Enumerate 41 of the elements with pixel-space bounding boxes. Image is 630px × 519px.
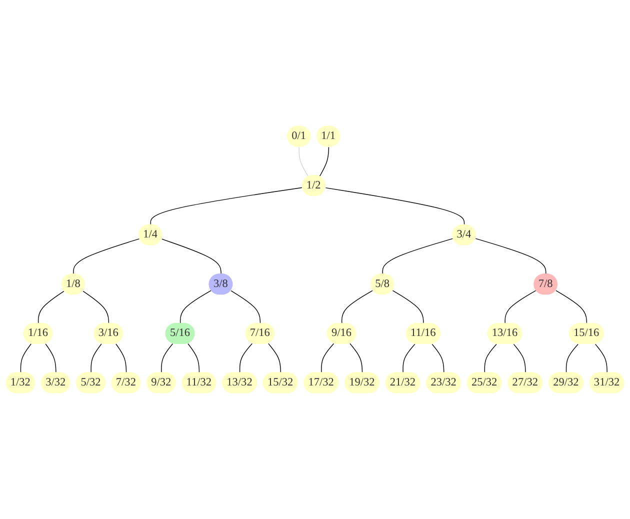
- connector: [566, 344, 578, 373]
- connector: [321, 343, 334, 373]
- connector: [504, 290, 536, 324]
- node-ellipse: 5/8: [370, 274, 394, 295]
- connector: [298, 146, 309, 177]
- connector: [20, 344, 32, 373]
- connector: [90, 344, 102, 373]
- connector: [392, 290, 424, 324]
- connector: [180, 290, 212, 324]
- connector: [239, 343, 252, 373]
- node-ellipse: 0/1: [286, 126, 311, 147]
- connector: [595, 344, 608, 373]
- connector: [319, 146, 330, 177]
- node-ellipse: 1/2: [302, 174, 326, 196]
- node-ellipse: 1/4: [138, 224, 162, 246]
- connector: [268, 343, 281, 373]
- connector: [350, 343, 363, 373]
- connector: [150, 187, 302, 225]
- connector: [45, 344, 56, 373]
- connector: [513, 344, 526, 373]
- node-ellipse: 7/8: [534, 274, 558, 295]
- connector: [162, 238, 222, 274]
- connector: [432, 344, 444, 373]
- connector: [38, 290, 64, 324]
- node-ellipse: 1/1: [316, 126, 340, 147]
- connector: [475, 238, 546, 274]
- connector: [325, 187, 465, 225]
- connector: [484, 344, 497, 373]
- connector: [73, 238, 140, 274]
- node-ellipse: 1/8: [61, 274, 86, 295]
- node-ellipse: 3/8: [208, 274, 233, 295]
- connector: [116, 344, 127, 373]
- connector: [382, 238, 454, 274]
- connector: [230, 290, 261, 324]
- node-ellipse: 3/4: [452, 224, 476, 246]
- connector: [161, 343, 174, 373]
- connector: [82, 290, 110, 324]
- connector: [341, 290, 373, 324]
- connector: [188, 343, 200, 373]
- connector: [402, 344, 416, 373]
- connector: [556, 290, 588, 324]
